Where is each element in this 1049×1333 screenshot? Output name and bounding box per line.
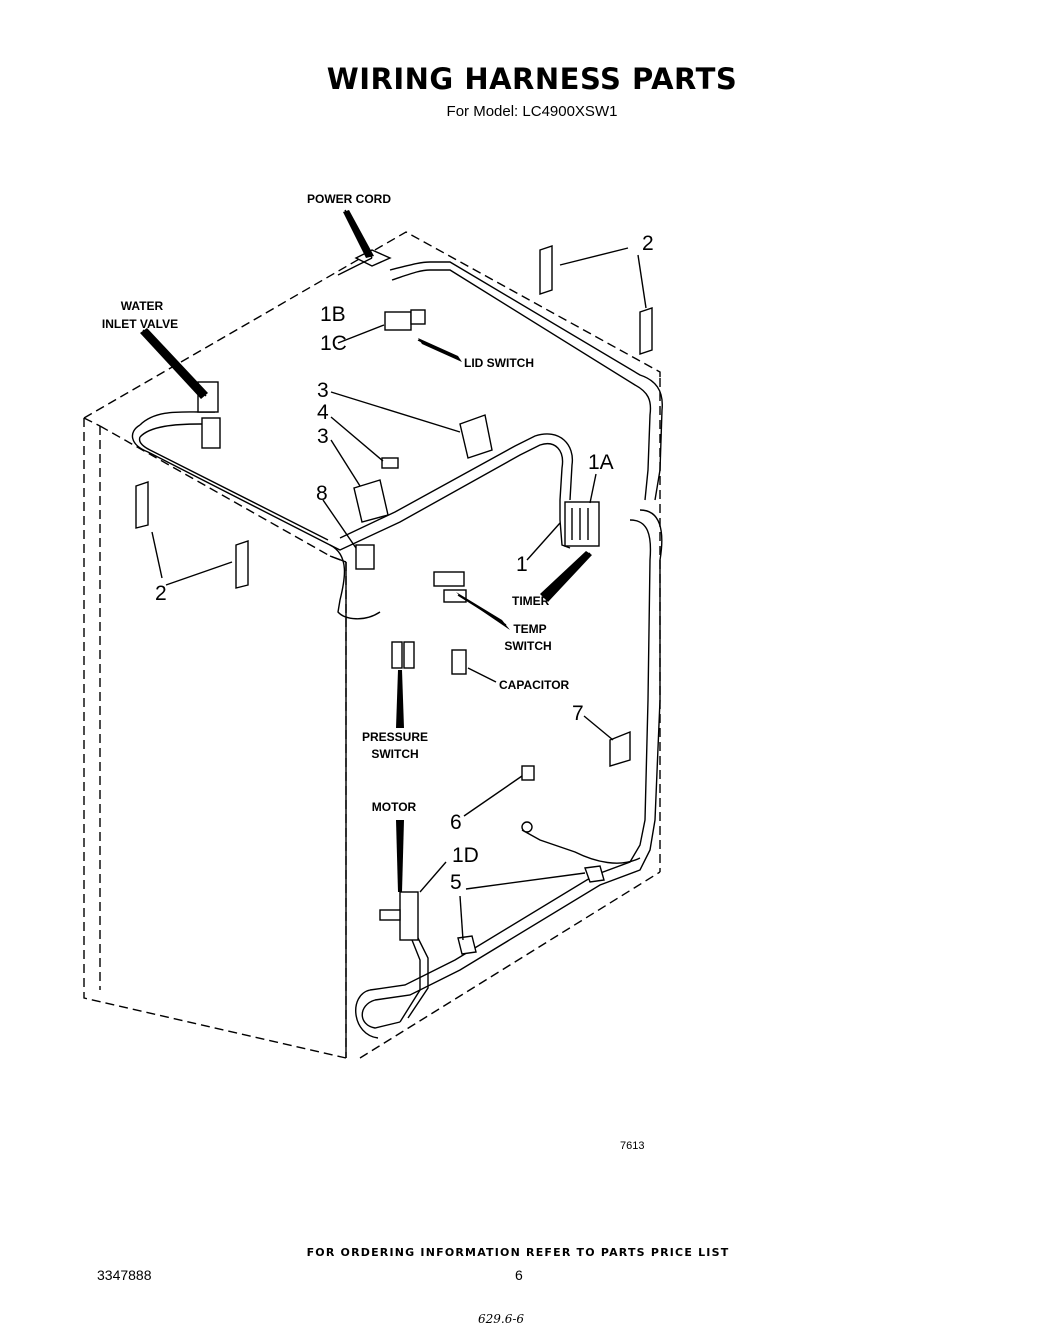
callout-5: 5 bbox=[450, 871, 462, 894]
label-pressure-switch: SWITCH bbox=[371, 747, 418, 761]
label-lid-switch: LID SWITCH bbox=[464, 356, 534, 370]
callout-6: 6 bbox=[450, 811, 462, 834]
label-pressure: PRESSURE bbox=[362, 730, 428, 744]
ordering-note: FOR ORDERING INFORMATION REFER TO PARTS … bbox=[306, 1246, 730, 1259]
label-inlet-valve: INLET VALVE bbox=[102, 317, 178, 331]
callout-2-left: 2 bbox=[155, 582, 167, 605]
cabinet-edges bbox=[329, 555, 347, 1058]
label-power-cord: POWER CORD bbox=[307, 192, 391, 206]
figure-number: 7613 bbox=[620, 1140, 645, 1152]
callout-2-top: 2 bbox=[642, 232, 654, 255]
label-motor: MOTOR bbox=[372, 800, 417, 814]
callout-7: 7 bbox=[572, 702, 584, 725]
callout-1d: 1D bbox=[452, 844, 479, 867]
lid-switch-body bbox=[384, 311, 412, 331]
callout-3-lower: 3 bbox=[317, 425, 329, 448]
callout-3-upper: 3 bbox=[317, 379, 329, 402]
document-number: 3347888 bbox=[97, 1267, 152, 1283]
callout-1c: 1C bbox=[320, 332, 347, 355]
callout-1: 1 bbox=[516, 553, 528, 576]
callout-1b: 1B bbox=[320, 303, 346, 326]
callout-1a: 1A bbox=[588, 451, 614, 474]
label-temp-switch: SWITCH bbox=[504, 639, 551, 653]
handwritten-note: 629.6-6 bbox=[478, 1312, 525, 1326]
label-capacitor: CAPACITOR bbox=[499, 678, 570, 692]
label-temp: TEMP bbox=[513, 622, 546, 636]
pointer-wedges bbox=[140, 210, 592, 892]
cabinet-outline bbox=[83, 231, 661, 1059]
timer-body bbox=[564, 501, 600, 547]
component-shapes bbox=[135, 245, 653, 955]
page-number: 6 bbox=[515, 1267, 523, 1283]
motor-connector bbox=[399, 891, 419, 941]
model-subtitle: For Model: LC4900XSW1 bbox=[446, 103, 618, 120]
label-timer: TIMER bbox=[512, 594, 550, 608]
callout-4: 4 bbox=[317, 401, 329, 424]
label-water: WATER bbox=[121, 299, 164, 313]
callout-8: 8 bbox=[316, 482, 328, 505]
page-title: WIRING HARNESS PARTS bbox=[326, 62, 738, 96]
